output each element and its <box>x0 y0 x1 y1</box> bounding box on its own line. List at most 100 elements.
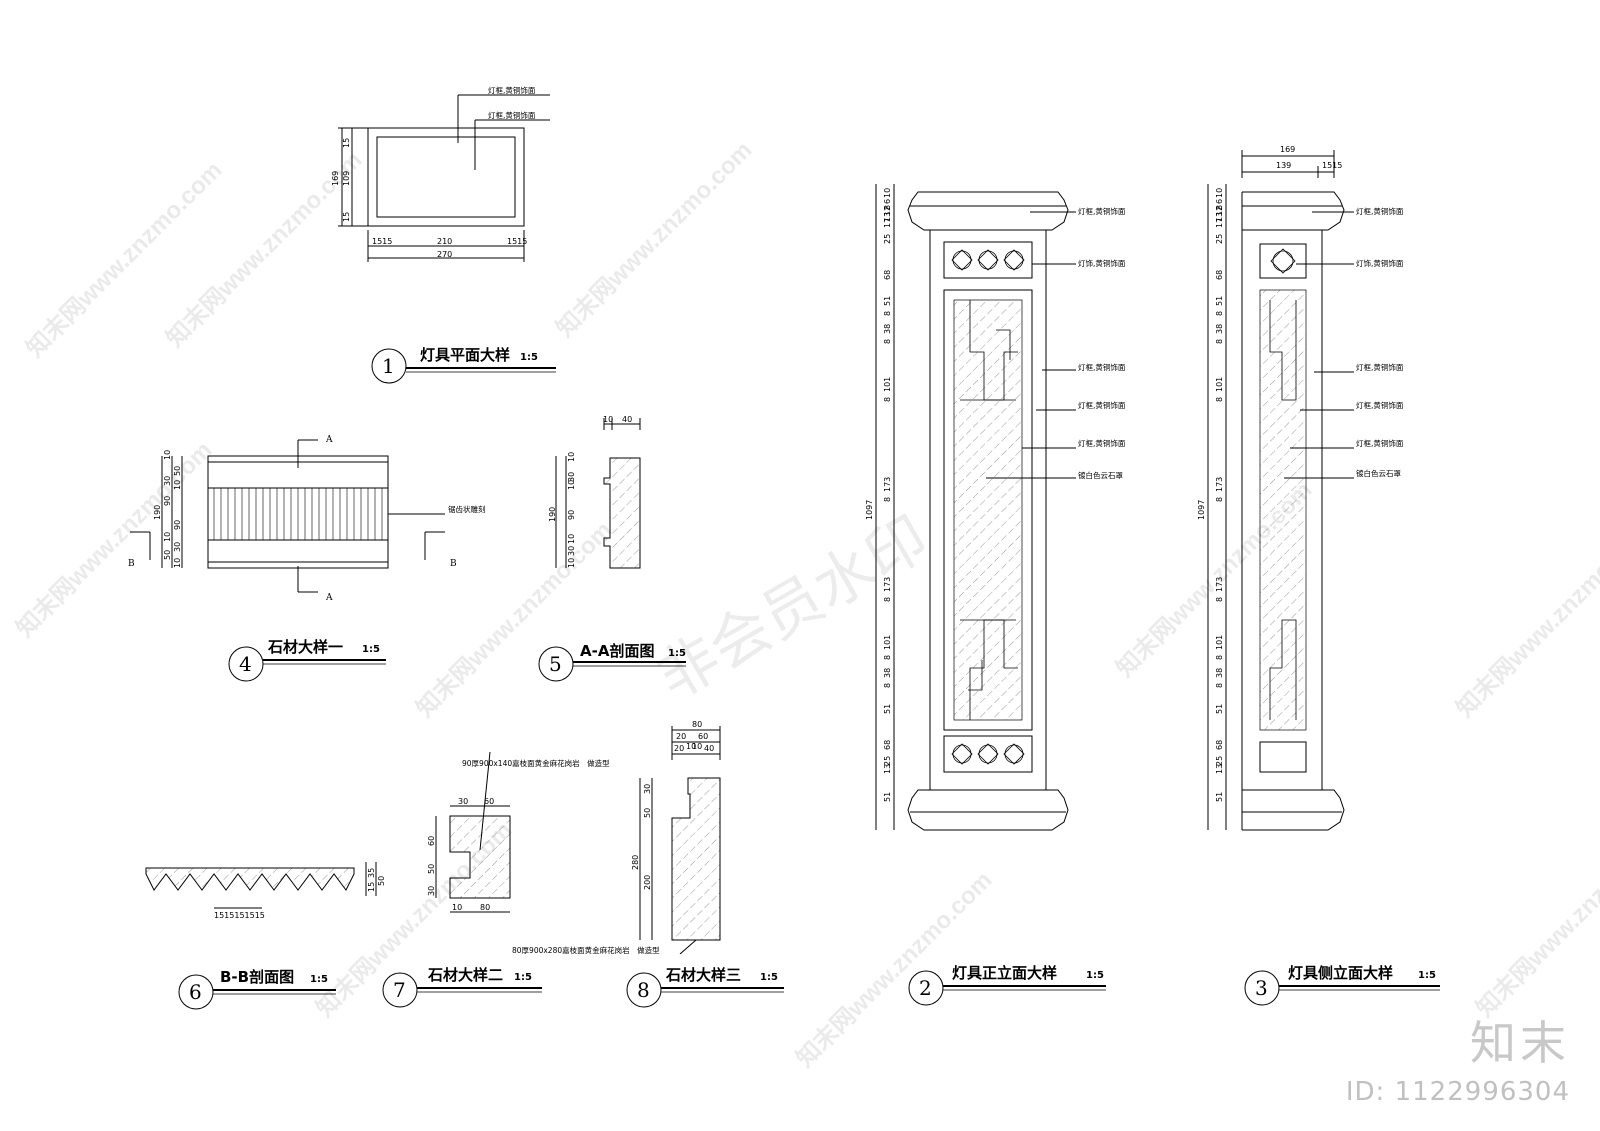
dim-d4: 90 <box>173 520 182 530</box>
drawing-number: 1 <box>382 354 395 378</box>
dim-d4: 10 <box>173 558 182 568</box>
dim-elevation: 8 <box>883 497 892 502</box>
dim-d1-inner-w: 210 <box>437 237 452 246</box>
drawing-8-stone <box>639 726 721 955</box>
dim-elevation: 8 <box>1215 339 1224 344</box>
drawing-scale: 1:5 <box>520 352 538 363</box>
dim-elevation: 6 <box>883 199 892 204</box>
dim-d8: 280 <box>631 855 640 870</box>
dim-elevation: 8 <box>883 311 892 316</box>
dim-elevation: 38 <box>1215 324 1224 334</box>
dim-d1-edge: 1515 <box>507 237 527 246</box>
title-block-6: 6 B-B剖面图 1:5 <box>178 968 336 1010</box>
dim-d6: 1515151515 <box>214 911 265 920</box>
title-block-7: 7 石材大样二 1:5 <box>382 966 542 1008</box>
title-block-8: 8 石材大样三 1:5 <box>626 966 784 1008</box>
dim-d8: 50 <box>643 808 652 818</box>
section-label: A <box>325 435 333 445</box>
drawing-title: 灯具侧立面大样 <box>1288 964 1393 982</box>
dim-d7: 60 <box>484 797 494 806</box>
dim-d1-edge: 15 <box>342 138 351 148</box>
dim-d3-total: 1097 <box>1197 500 1206 520</box>
drawing-3-side-elevation <box>1207 150 1354 831</box>
drawing-7-stone <box>435 751 511 913</box>
dim-elevation: 8 <box>883 339 892 344</box>
note-d1-a: 灯框,黄铜饰面 <box>488 85 536 95</box>
dim-d8: 40 <box>704 744 714 753</box>
dim-d3: 169 <box>1280 145 1295 154</box>
dim-elevation: 38 <box>1215 668 1224 678</box>
dim-elevation: 8 <box>883 397 892 402</box>
drawing-6-section <box>145 862 377 909</box>
title-block-4: 4 石材大样一 1:5 <box>228 638 386 682</box>
drawing-number: 2 <box>919 976 932 1000</box>
dim-elevation: 25 <box>883 234 892 244</box>
dim-d3: 1515 <box>1322 161 1342 170</box>
dim-d4: 30 <box>173 542 182 552</box>
dim-elevation: 101 <box>1215 635 1224 650</box>
section-label: B <box>128 559 135 569</box>
dim-d5: 10 <box>603 415 613 424</box>
dim-d6: 50 <box>377 876 386 886</box>
note-d2: 灯框,黄铜饰面 <box>1078 438 1126 448</box>
note-d3: 灯框,黄铜饰面 <box>1356 438 1404 448</box>
dim-elevation: 8 <box>883 205 892 210</box>
note-d2: 灯框,黄铜饰面 <box>1078 400 1126 410</box>
drawing-scale: 1:5 <box>760 972 778 983</box>
section-label: B <box>450 559 457 569</box>
drawing-scale: 1:5 <box>362 644 380 655</box>
drawing-title: 石材大样三 <box>665 966 741 984</box>
dim-elevation: 51 <box>883 296 892 306</box>
dims-d3: 1068121317256851838810181738173810183885… <box>1215 188 1224 802</box>
dim-elevation: 25 <box>1215 756 1224 766</box>
dim-elevation: 173 <box>883 477 892 492</box>
dim-d4: 50 <box>163 550 172 560</box>
dim-elevation: 101 <box>883 377 892 392</box>
title-block-2: 2 灯具正立面大样 1:5 <box>908 964 1106 1006</box>
drawing-number: 3 <box>1255 976 1268 1000</box>
dim-d1-edge: 15 <box>342 212 351 222</box>
dim-elevation: 13 <box>883 764 892 774</box>
title-block-1: 1 灯具平面大样 1:5 <box>371 346 556 384</box>
dim-d4: 10 <box>173 480 182 490</box>
dim-elevation: 8 <box>883 597 892 602</box>
product-id: ID: 1122996304 <box>1345 1077 1570 1107</box>
section-label: A <box>325 593 333 603</box>
dim-elevation: 8 <box>1215 497 1224 502</box>
drawing-4-stone <box>130 439 445 593</box>
drawing-5-section <box>555 418 641 569</box>
dim-d4: 10 <box>163 450 172 460</box>
dim-elevation: 6 <box>1215 199 1224 204</box>
dim-elevation: 13 <box>1215 764 1224 774</box>
dim-elevation: 51 <box>883 792 892 802</box>
dim-elevation: 68 <box>1215 740 1224 750</box>
drawing-title: B-B剖面图 <box>220 968 294 986</box>
dim-elevation: 51 <box>1215 792 1224 802</box>
dim-d4: 10 <box>163 532 172 542</box>
dim-elevation: 8 <box>1215 655 1224 660</box>
dim-d8: 200 <box>643 875 652 890</box>
dim-elevation: 101 <box>1215 377 1224 392</box>
dim-d7: 30 <box>458 797 468 806</box>
dim-d5: 10 <box>567 534 576 544</box>
dim-elevation: 8 <box>1215 597 1224 602</box>
dim-elevation: 51 <box>1215 296 1224 306</box>
note-d2: 灯框,黄铜饰面 <box>1078 206 1126 216</box>
dim-elevation: 8 <box>883 683 892 688</box>
dim-elevation: 8 <box>1215 311 1224 316</box>
drawing-scale: 1:5 <box>1418 970 1436 981</box>
dim-elevation: 10 <box>1215 188 1224 198</box>
dim-d4: 90 <box>163 496 172 506</box>
dim-elevation: 8 <box>883 655 892 660</box>
drawing-title: 石材大样二 <box>427 966 503 984</box>
dim-elevation: 12 <box>1215 206 1224 216</box>
dim-elevation: 68 <box>1215 270 1224 280</box>
dim-elevation: 68 <box>883 740 892 750</box>
dim-d7: 80 <box>480 903 490 912</box>
title-block-3: 3 灯具侧立面大样 1:5 <box>1244 964 1440 1006</box>
dim-elevation: 25 <box>1215 234 1224 244</box>
dim-d5: 10 <box>567 480 576 490</box>
drawing-scale: 1:5 <box>668 648 686 659</box>
note-d8: 80厚900x280嘉枝面黄金麻花岗岩 做造型 <box>512 945 660 955</box>
dim-elevation: 38 <box>883 668 892 678</box>
